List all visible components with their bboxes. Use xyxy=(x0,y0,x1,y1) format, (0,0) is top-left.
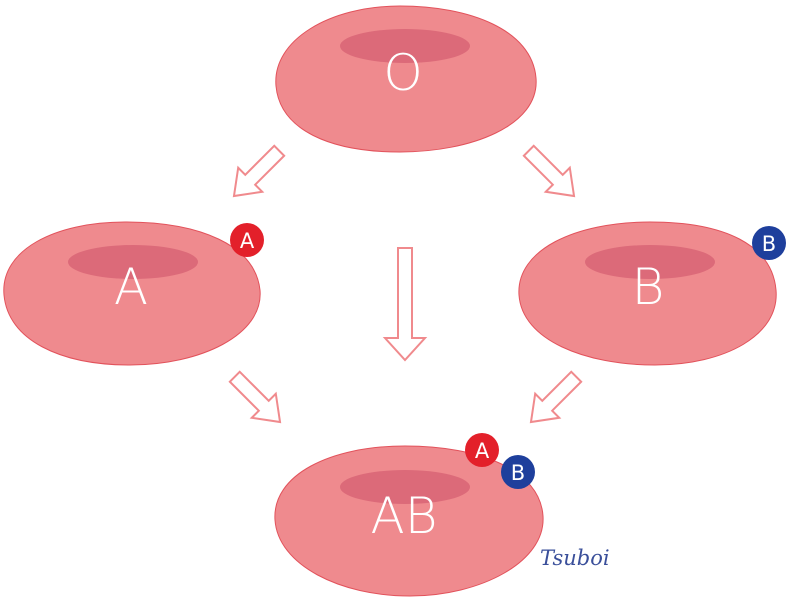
arrows xyxy=(228,144,583,424)
arrow-o-to-a xyxy=(232,144,286,198)
cell-a-badge-label: A xyxy=(240,229,255,253)
cell-ab-badge-b xyxy=(501,455,535,489)
cell-b-label: B xyxy=(632,258,665,316)
cell-ab-dimple xyxy=(340,470,470,504)
cell-ab-badge-b-label: B xyxy=(511,461,525,485)
cell-b: B B xyxy=(518,221,786,366)
signature: Tsuboi xyxy=(540,546,610,570)
cell-a: A A xyxy=(3,221,264,366)
cell-ab-label: AB xyxy=(371,487,438,545)
arrow-o-to-b xyxy=(522,144,576,198)
cell-a-label: A xyxy=(114,258,148,316)
cell-b-dimple xyxy=(585,245,715,279)
cell-b-badge-label: B xyxy=(762,232,776,256)
arrow-o-to-ab xyxy=(382,247,428,362)
cell-o-label: O xyxy=(383,44,422,102)
arrow-b-to-ab xyxy=(529,370,583,424)
cell-a-badge xyxy=(230,223,264,257)
arrow-a-to-ab xyxy=(228,370,282,424)
cell-ab-badge-a xyxy=(465,433,499,467)
cell-o-body xyxy=(275,5,537,153)
cell-ab-badge-a-label: A xyxy=(475,439,490,463)
cell-o: O xyxy=(275,5,537,153)
cell-b-badge xyxy=(752,226,786,260)
cell-o-dimple xyxy=(340,29,470,63)
cell-a-dimple xyxy=(68,245,198,279)
cell-ab: AB A B xyxy=(274,433,544,597)
